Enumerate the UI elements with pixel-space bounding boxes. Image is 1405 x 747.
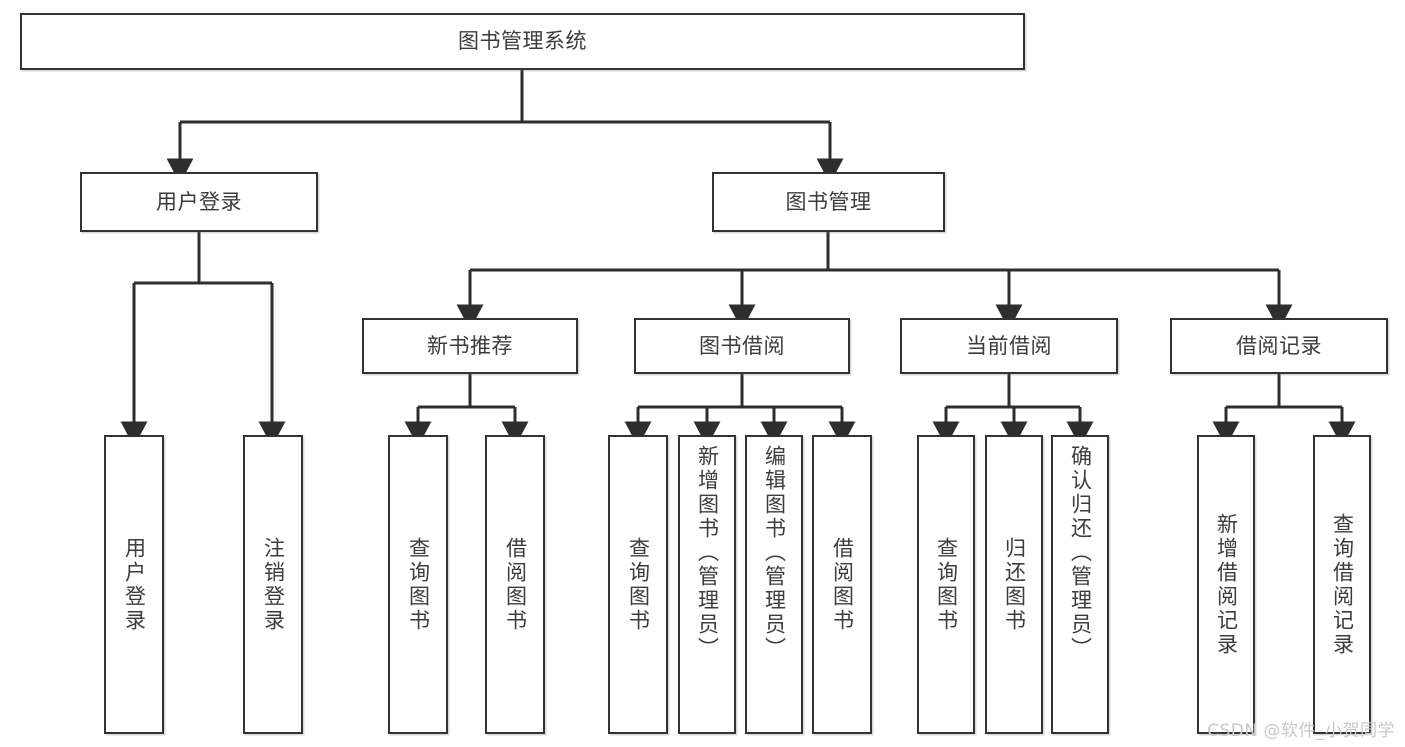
node-leaf-borrow-book-newbook[interactable]: 借阅图书 <box>485 435 545 734</box>
node-label: 借阅图书 <box>830 536 855 633</box>
node-leaf-add-borrow-record[interactable]: 新增借阅记录 <box>1197 435 1255 734</box>
node-leaf-add-book-admin[interactable]: 新增图书（管理员） <box>678 435 736 734</box>
node-user-login[interactable]: 用户登录 <box>80 172 318 232</box>
node-leaf-lend-book[interactable]: 借阅图书 <box>812 435 872 734</box>
node-label: 图书管理 <box>785 189 872 214</box>
node-label: 图书管理系统 <box>458 29 587 54</box>
node-leaf-edit-book-admin[interactable]: 编辑图书（管理员） <box>745 435 803 734</box>
node-leaf-query-borrow-record[interactable]: 查询借阅记录 <box>1313 435 1371 734</box>
node-leaf-confirm-return-admin[interactable]: 确认归还（管理员） <box>1051 435 1109 734</box>
node-label: 编辑图书（管理员） <box>762 445 787 661</box>
node-label: 用户登录 <box>156 189 242 214</box>
csdn-watermark: CSDN @软件_小贺同学 <box>1207 721 1395 741</box>
node-book-management[interactable]: 图书管理 <box>712 172 945 232</box>
node-label: 新增借阅记录 <box>1214 512 1239 657</box>
node-label: 借阅记录 <box>1236 333 1322 358</box>
node-label: 借阅图书 <box>503 536 528 633</box>
node-borrow-record[interactable]: 借阅记录 <box>1170 318 1388 374</box>
node-label: 新增图书（管理员） <box>695 445 720 661</box>
node-new-book-recommend[interactable]: 新书推荐 <box>362 318 578 374</box>
node-label: 新书推荐 <box>427 333 513 358</box>
node-book-borrow[interactable]: 图书借阅 <box>634 318 850 374</box>
node-label: 归还图书 <box>1002 536 1027 633</box>
node-label: 用户登录 <box>122 536 147 633</box>
node-leaf-user-login[interactable]: 用户登录 <box>104 435 164 734</box>
node-leaf-query-book-newbook[interactable]: 查询图书 <box>388 435 448 734</box>
node-label: 当前借阅 <box>966 333 1052 358</box>
node-label: 查询借阅记录 <box>1330 512 1355 657</box>
node-leaf-return-book[interactable]: 归还图书 <box>985 435 1043 734</box>
node-label: 查询图书 <box>406 536 431 633</box>
node-label: 注销登录 <box>261 536 286 633</box>
node-label: 图书借阅 <box>699 333 785 358</box>
node-label: 查询图书 <box>934 536 959 633</box>
node-leaf-query-book-current[interactable]: 查询图书 <box>917 435 975 734</box>
node-current-borrow[interactable]: 当前借阅 <box>900 318 1118 374</box>
node-root-system[interactable]: 图书管理系统 <box>20 13 1025 70</box>
node-label: 查询图书 <box>626 536 651 633</box>
node-leaf-query-book-borrow[interactable]: 查询图书 <box>608 435 668 734</box>
node-label: 确认归还（管理员） <box>1068 445 1093 661</box>
node-leaf-user-logout[interactable]: 注销登录 <box>243 435 303 734</box>
